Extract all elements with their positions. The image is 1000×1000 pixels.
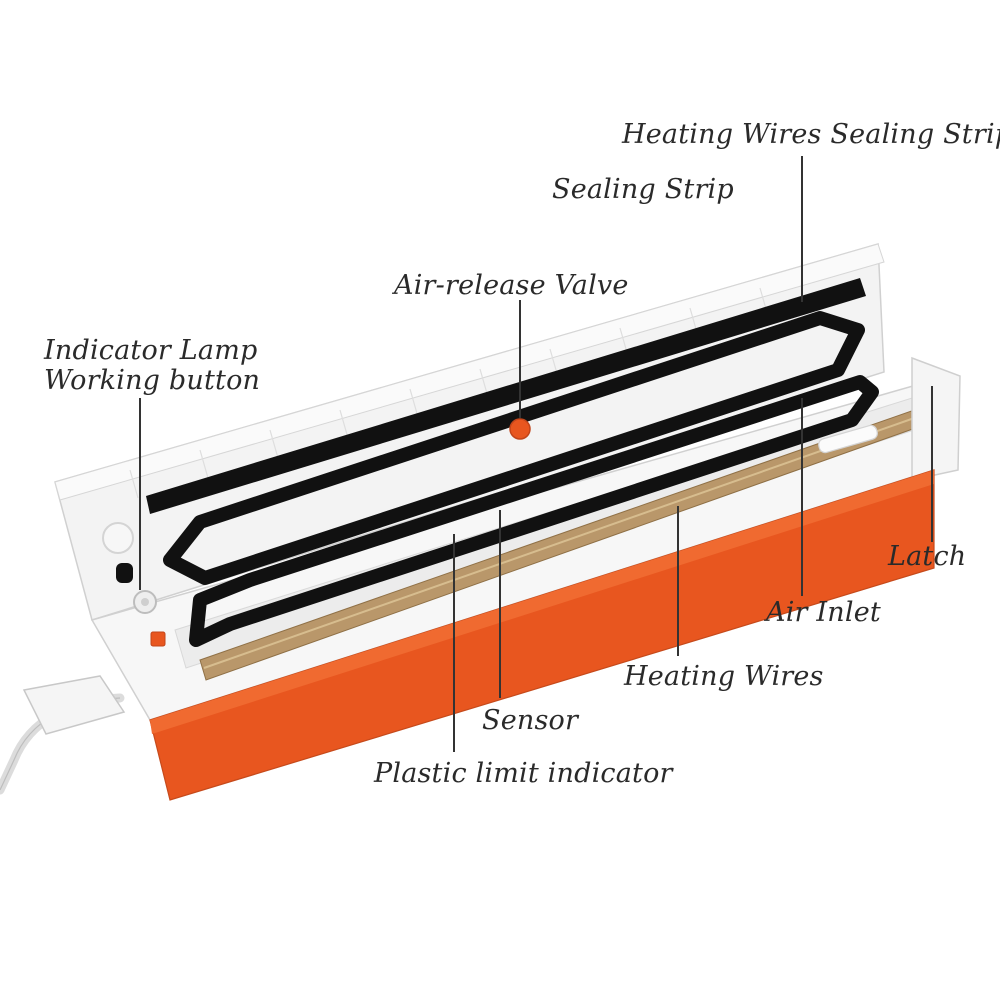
- label-heating-wires: Heating Wires: [624, 661, 824, 692]
- label-sealing-strip: Sealing Strip: [552, 174, 734, 205]
- label-latch: Latch: [888, 541, 967, 572]
- air-release-valve: [509, 418, 531, 440]
- base-bottom-orange: [149, 469, 935, 801]
- label-plastic-limit-indicator: Plastic limit indicator: [374, 758, 673, 789]
- lid-gasket: [163, 311, 865, 585]
- label-air-inlet: Air Inlet: [766, 597, 881, 628]
- lid-top-edge: [54, 243, 885, 501]
- base-gasket: [189, 375, 879, 647]
- label-heating-wires-sealing-strip: Heating Wires Sealing Strip: [622, 119, 1000, 150]
- label-indicator-lamp: Indicator Lamp: [44, 335, 258, 366]
- label-air-release-valve: Air-release Valve: [394, 270, 629, 301]
- latch: [911, 356, 961, 481]
- leader-lines: [139, 156, 933, 752]
- label-working-button: Working button: [44, 365, 261, 396]
- latch-slot: [818, 424, 878, 454]
- lid-hinge-ring: [102, 522, 134, 554]
- indicator-lamp: [150, 631, 166, 647]
- lid-black-stopper: [116, 563, 133, 583]
- cord-plug-housing: [22, 675, 126, 735]
- label-sensor: Sensor: [482, 705, 579, 736]
- sealing-strip: [146, 278, 866, 514]
